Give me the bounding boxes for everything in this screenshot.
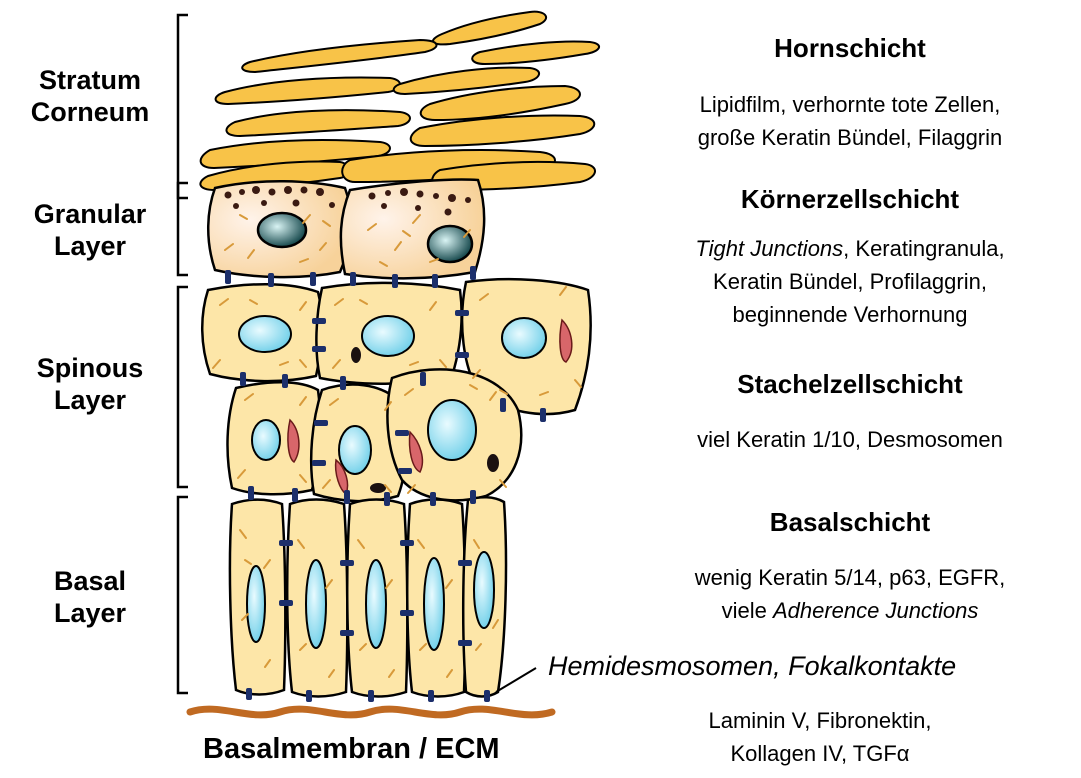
desc-koernerzellschicht: Tight Junctions, Keratingranula, Keratin… [640, 232, 1060, 331]
tight-junctions-text: Tight Junctions [695, 236, 843, 261]
heading-hornschicht: Hornschicht [640, 33, 1060, 64]
heading-basalschicht: Basalschicht [640, 507, 1060, 538]
label-basal-layer-line2: Layer [10, 597, 170, 629]
heading-koernerzellschicht: Körnerzellschicht [640, 184, 1060, 215]
desc-hornschicht: Lipidfilm, verhornte tote Zellen, große … [640, 88, 1060, 154]
spinous-cells [202, 279, 590, 501]
layer-brackets [178, 15, 188, 693]
bracket-corneum [178, 15, 188, 198]
label-granular-layer-line2: Layer [10, 230, 170, 262]
label-stratum-corneum-line2: Corneum [10, 96, 170, 128]
koerner-line1-rest: , Keratingranula, [843, 236, 1004, 261]
desc-ecm-components: Laminin V, Fibronektin, Kollagen IV, TGF… [660, 704, 980, 770]
stratum-corneum-flakes [200, 12, 599, 190]
hemidesmosome-pointer [496, 668, 536, 692]
label-spinous-layer-line2: Layer [10, 384, 170, 416]
label-granular-layer: Granular Layer [10, 198, 170, 262]
granular-nucleus-left [258, 213, 306, 247]
desc-basalschicht-line1: wenig Keratin 5/14, p63, EGFR, [640, 561, 1060, 594]
adherence-junctions-text: Adherence Junctions [773, 598, 978, 623]
desc-koernerzellschicht-line3: beginnende Verhornung [640, 298, 1060, 331]
bracket-spinous [178, 287, 188, 487]
desc-basalschicht-line2: viele Adherence Junctions [640, 594, 1060, 627]
label-basal-layer-line1: Basal [10, 565, 170, 597]
desc-koernerzellschicht-line1: Tight Junctions, Keratingranula, [640, 232, 1060, 265]
desc-hornschicht-line1: Lipidfilm, verhornte tote Zellen, [640, 88, 1060, 121]
desc-basalschicht: wenig Keratin 5/14, p63, EGFR, viele Adh… [640, 561, 1060, 627]
basal-line2-prefix: viele [722, 598, 773, 623]
label-spinous-layer-line1: Spinous [10, 352, 170, 384]
label-stratum-corneum: Stratum Corneum [10, 64, 170, 128]
ecm-line1: Laminin V, Fibronektin, [660, 704, 980, 737]
granular-layer-cells [208, 179, 484, 278]
desc-stachelzellschicht: viel Keratin 1/10, Desmosomen [640, 423, 1060, 456]
bracket-basal [178, 497, 188, 693]
granular-nucleus-right [428, 226, 472, 262]
basement-membrane [190, 709, 552, 715]
label-hemidesmosomen: Hemidesmosomen, Fokalkontakte [548, 651, 956, 682]
label-basal-layer: Basal Layer [10, 565, 170, 629]
label-basalmembran: Basalmembran / ECM [203, 733, 500, 766]
label-granular-layer-line1: Granular [10, 198, 170, 230]
desc-koernerzellschicht-line2: Keratin Bündel, Profilaggrin, [640, 265, 1060, 298]
desc-stachelzellschicht-line1: viel Keratin 1/10, Desmosomen [640, 423, 1060, 456]
heading-stachelzellschicht: Stachelzellschicht [640, 369, 1060, 400]
desc-hornschicht-line2: große Keratin Bündel, Filaggrin [640, 121, 1060, 154]
label-stratum-corneum-line1: Stratum [10, 64, 170, 96]
label-spinous-layer: Spinous Layer [10, 352, 170, 416]
ecm-line2: Kollagen IV, TGFα [660, 737, 980, 770]
